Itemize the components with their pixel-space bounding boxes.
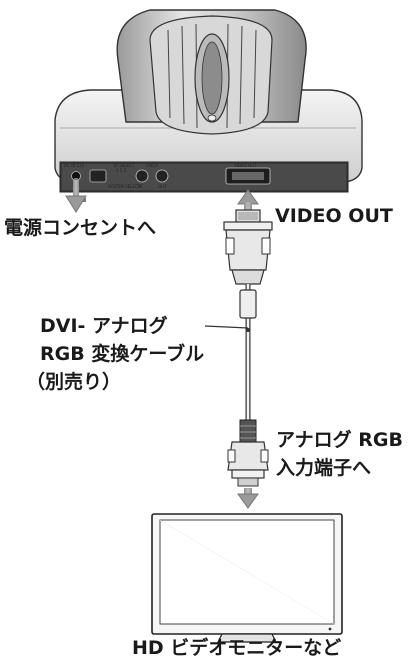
analog-rgb-label-line1: アナログ RGB — [276, 429, 403, 451]
power-arrow-icon — [65, 195, 87, 213]
visca-in-port — [135, 169, 149, 183]
monitor-arrow-icon — [237, 488, 259, 509]
visca-out-port — [155, 169, 169, 183]
monitor-label: HD ビデオモニターなど — [132, 637, 342, 659]
monitor-stand — [217, 633, 277, 643]
dvi-connector — [223, 209, 273, 285]
cable-label-line2: RGB 変換ケーブル — [40, 343, 205, 365]
panel-visca-out: OUT — [158, 184, 167, 189]
video-out-arrow-icon — [237, 189, 259, 210]
panel-ir-select: IR SELECT — [114, 163, 135, 168]
panel-visca-in: IN — [138, 184, 142, 189]
power-outlet-label: 電源コンセントへ — [4, 217, 157, 239]
vga-connector — [227, 419, 269, 487]
panel-visca: VISCA — [146, 163, 158, 168]
panel-system-select: SYSTEM SELECT — [108, 184, 141, 189]
ferrite-core — [239, 289, 257, 319]
panel-ir-nums: 1 2 3 — [116, 168, 127, 173]
cable-pointer-line — [204, 325, 249, 329]
panel-dc-in: DC IN 12V — [64, 163, 85, 168]
cable-label-line1: DVI- アナログ — [40, 315, 168, 337]
monitor-illustration — [151, 513, 343, 643]
camera-illustration: DC IN 12V IR SELECT 1 2 3 SYSTEM SELECT … — [54, 9, 363, 193]
video-out-label: VIDEO OUT — [275, 205, 393, 227]
conversion-cable — [204, 284, 257, 420]
power-cable — [65, 178, 87, 213]
cable-label-line3: （別売り） — [26, 371, 122, 393]
panel-video-out: VIDEO OUT — [234, 163, 257, 168]
analog-rgb-label-line2: 入力端子へ — [276, 457, 372, 479]
